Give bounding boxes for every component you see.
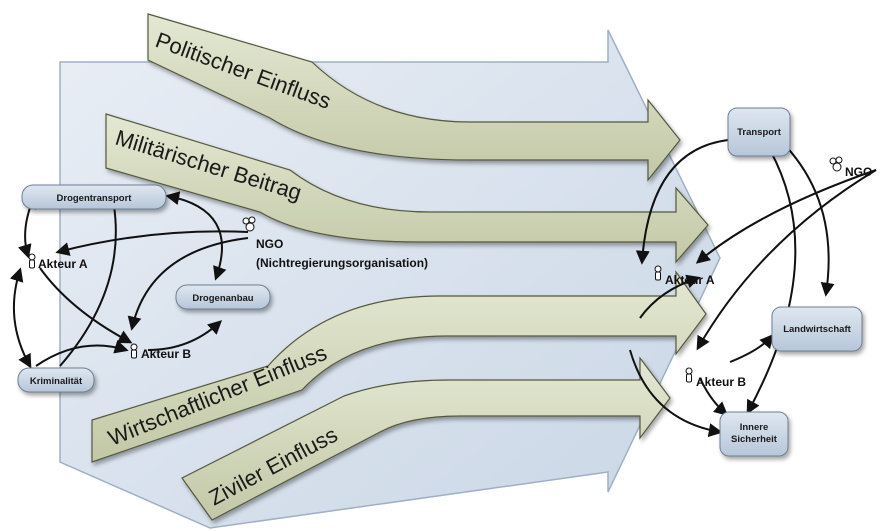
group-icon — [242, 216, 256, 232]
node-transport — [727, 107, 791, 157]
left-akteur-b-label: Akteur B — [141, 347, 191, 361]
band-economic-influence — [91, 270, 707, 463]
node-drogentransport — [21, 184, 167, 210]
big-background-arrow — [59, 29, 721, 529]
band-political-influence — [147, 13, 681, 182]
node-kriminalitaet-label: Kriminalität — [30, 376, 83, 387]
left-akteur-a-label: Akteur A — [38, 257, 88, 271]
group-icon — [829, 156, 843, 172]
node-landwirtschaft-label: Landwirtschaft — [783, 324, 851, 335]
node-kriminalitaet — [17, 367, 95, 393]
right-connectors — [629, 139, 877, 438]
left-connectors — [9, 191, 249, 369]
node-innere-label-line1: Innere — [740, 422, 769, 433]
person-icon — [685, 367, 693, 383]
node-innere-sicherheit — [719, 411, 789, 457]
node-drogentransport-label: Drogentransport — [57, 193, 133, 204]
node-transport-label: Transport — [737, 127, 782, 138]
node-innere-label-line2: Sicherheit — [731, 434, 778, 445]
person-icon — [28, 253, 36, 269]
right-ngo-label: NGO — [845, 165, 872, 179]
person-icon — [654, 265, 662, 281]
person-icon — [130, 343, 138, 359]
node-drogenanbau — [175, 284, 271, 310]
node-landwirtschaft — [771, 306, 863, 352]
band-civil-influence — [181, 356, 671, 521]
right-akteur-b-label: Akteur B — [696, 375, 746, 389]
right-akteur-a-label: Akteur A — [665, 273, 715, 287]
band-military-contribution — [105, 113, 709, 264]
left-ngo-long-label: (Nichtregierungsorganisation) — [256, 256, 428, 270]
left-ngo-label: NGO — [256, 237, 283, 251]
node-drogenanbau-label: Drogenanbau — [192, 293, 253, 304]
